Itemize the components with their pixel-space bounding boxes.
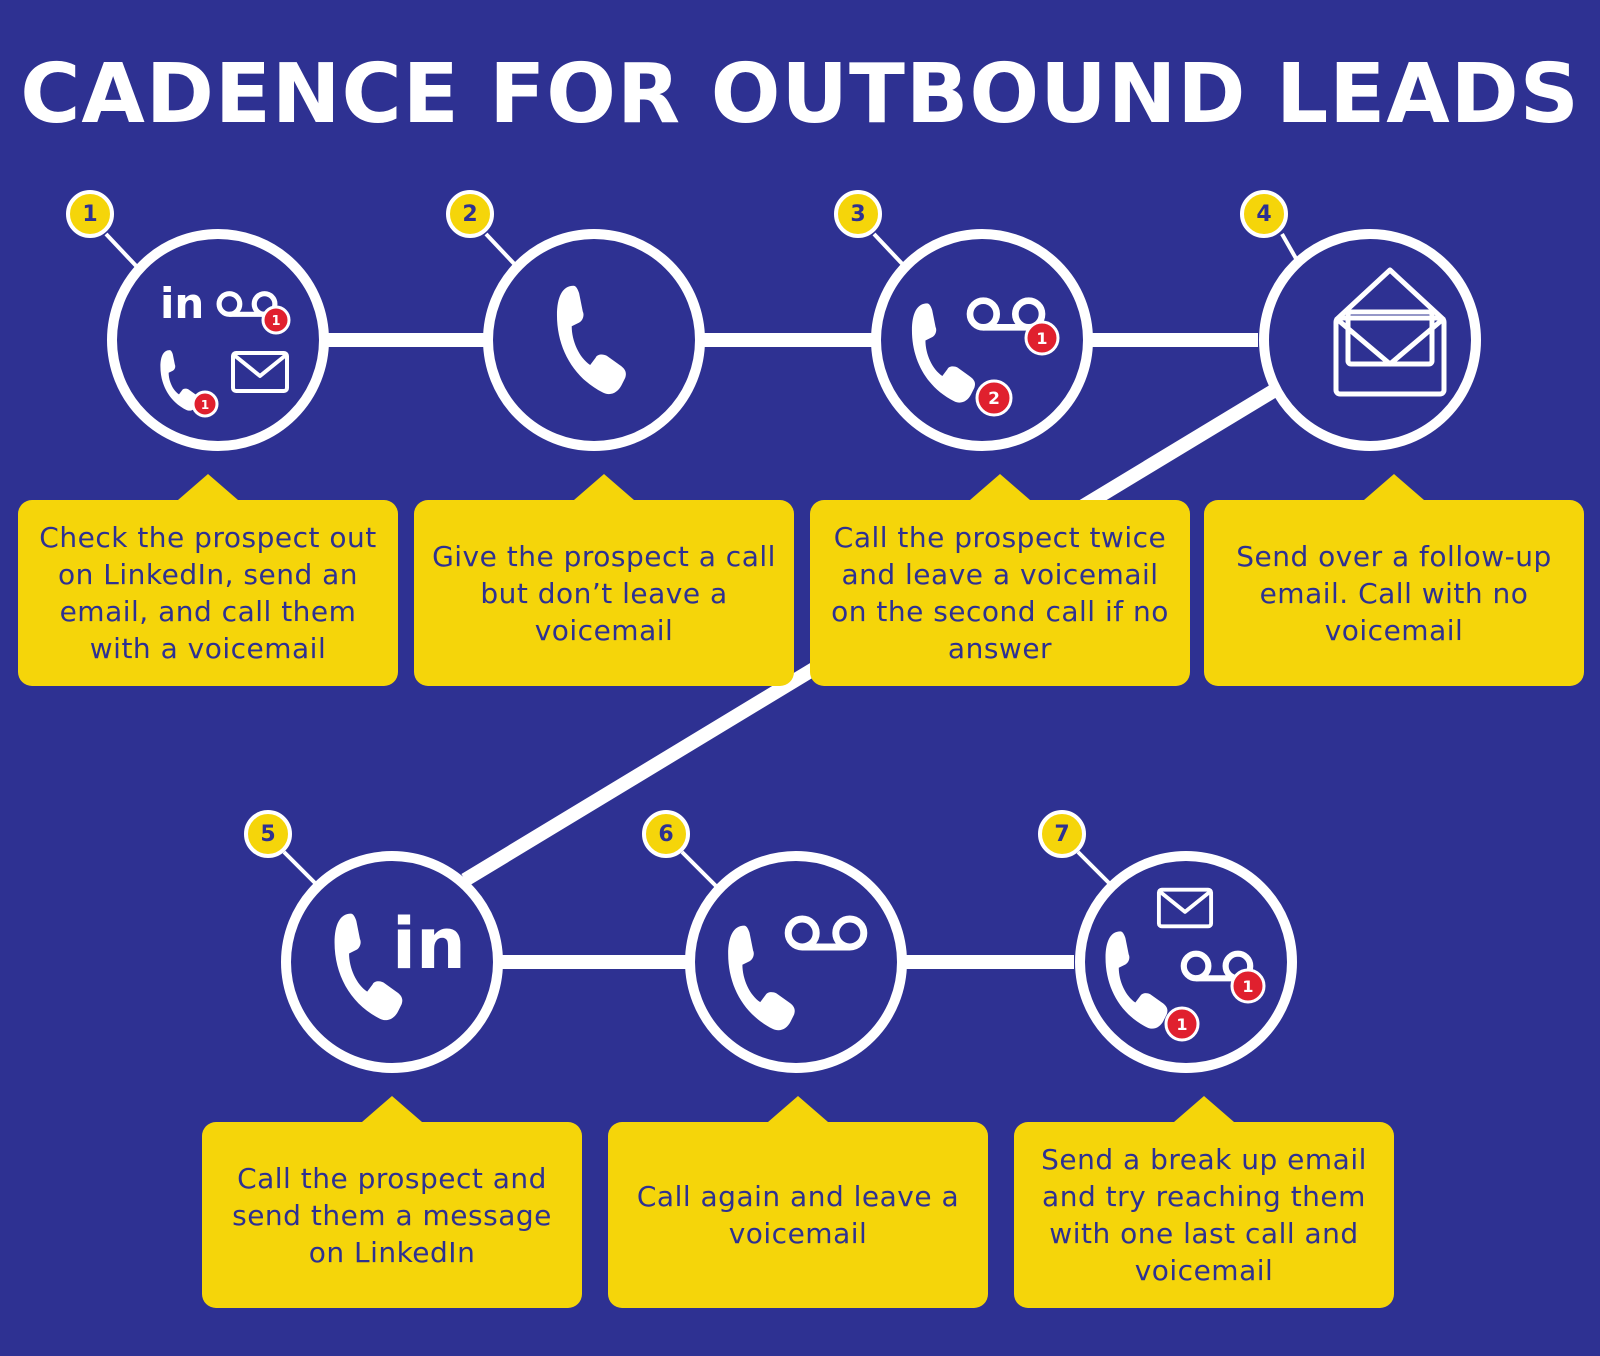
step-3-text: Call the prospect twice and leave a voic…: [831, 521, 1169, 665]
step-2-text: Give the prospect a call but don’t leave…: [432, 539, 776, 647]
step-1-description: Check the prospect out on LinkedIn, send…: [18, 474, 398, 686]
step-5-text: Call the prospect and send them a messag…: [232, 1161, 552, 1269]
notification-count: 1: [271, 314, 280, 329]
step-circles: [107, 229, 1481, 1073]
step-7-description: Send a break up email and try reaching t…: [1014, 1096, 1394, 1308]
step-6-description: Call again and leave a voicemail: [608, 1096, 988, 1308]
linkedin-icon: in: [160, 279, 204, 328]
step-1-number: 1: [66, 190, 114, 238]
notification-count: 1: [1242, 977, 1253, 996]
notification-badge: [1024, 320, 1060, 356]
notification-count: 1: [201, 398, 209, 412]
step-2-description: Give the prospect a call but don’t leave…: [414, 474, 794, 686]
step-1-icons: in 1 1: [160, 279, 291, 418]
step-6-text: Call again and leave a voicemail: [636, 1180, 960, 1250]
step-7-text: Send a break up email and try reaching t…: [1041, 1143, 1367, 1287]
step-3-number: 3: [834, 190, 882, 238]
open-envelope-icon: [1333, 267, 1447, 397]
step-7-icons: 1 1: [1105, 887, 1266, 1042]
step-3-circle: [871, 229, 1093, 451]
step-4-description: Send over a follow-up email. Call with n…: [1204, 474, 1584, 686]
step-1-text: Check the prospect out on LinkedIn, send…: [39, 521, 377, 665]
step-1-circle: [107, 229, 329, 451]
notification-badge: [1230, 968, 1266, 1004]
step-3-description: Call the prospect twice and leave a voic…: [810, 474, 1190, 686]
step-5-icons: in: [334, 903, 466, 1021]
notification-count: 1: [1036, 329, 1047, 348]
step-5-number: 5: [244, 810, 292, 858]
step-6-circle: [685, 851, 907, 1073]
step-5-description: Call the prospect and send them a messag…: [202, 1096, 582, 1308]
step-7-number: 7: [1038, 810, 1086, 858]
notification-badge: [261, 305, 291, 335]
step-4-text: Send over a follow-up email. Call with n…: [1236, 539, 1552, 647]
notification-badge: [191, 390, 219, 418]
page-title: CADENCE FOR OUTBOUND LEADS: [20, 47, 1580, 142]
step-2-circle: [483, 229, 705, 451]
step-4-number: 4: [1240, 190, 1288, 238]
badge-leaders: [104, 232, 1300, 888]
notification-count: 2: [988, 389, 1000, 409]
step-5-circle: [281, 851, 503, 1073]
notification-badge: [975, 379, 1013, 417]
step-2-number: 2: [446, 190, 494, 238]
notification-count: 1: [1176, 1015, 1187, 1034]
linkedin-icon: in: [392, 903, 466, 985]
notification-badge: [1164, 1006, 1200, 1042]
step-6-number: 6: [642, 810, 690, 858]
step-3-icons: 1 2: [911, 301, 1060, 417]
